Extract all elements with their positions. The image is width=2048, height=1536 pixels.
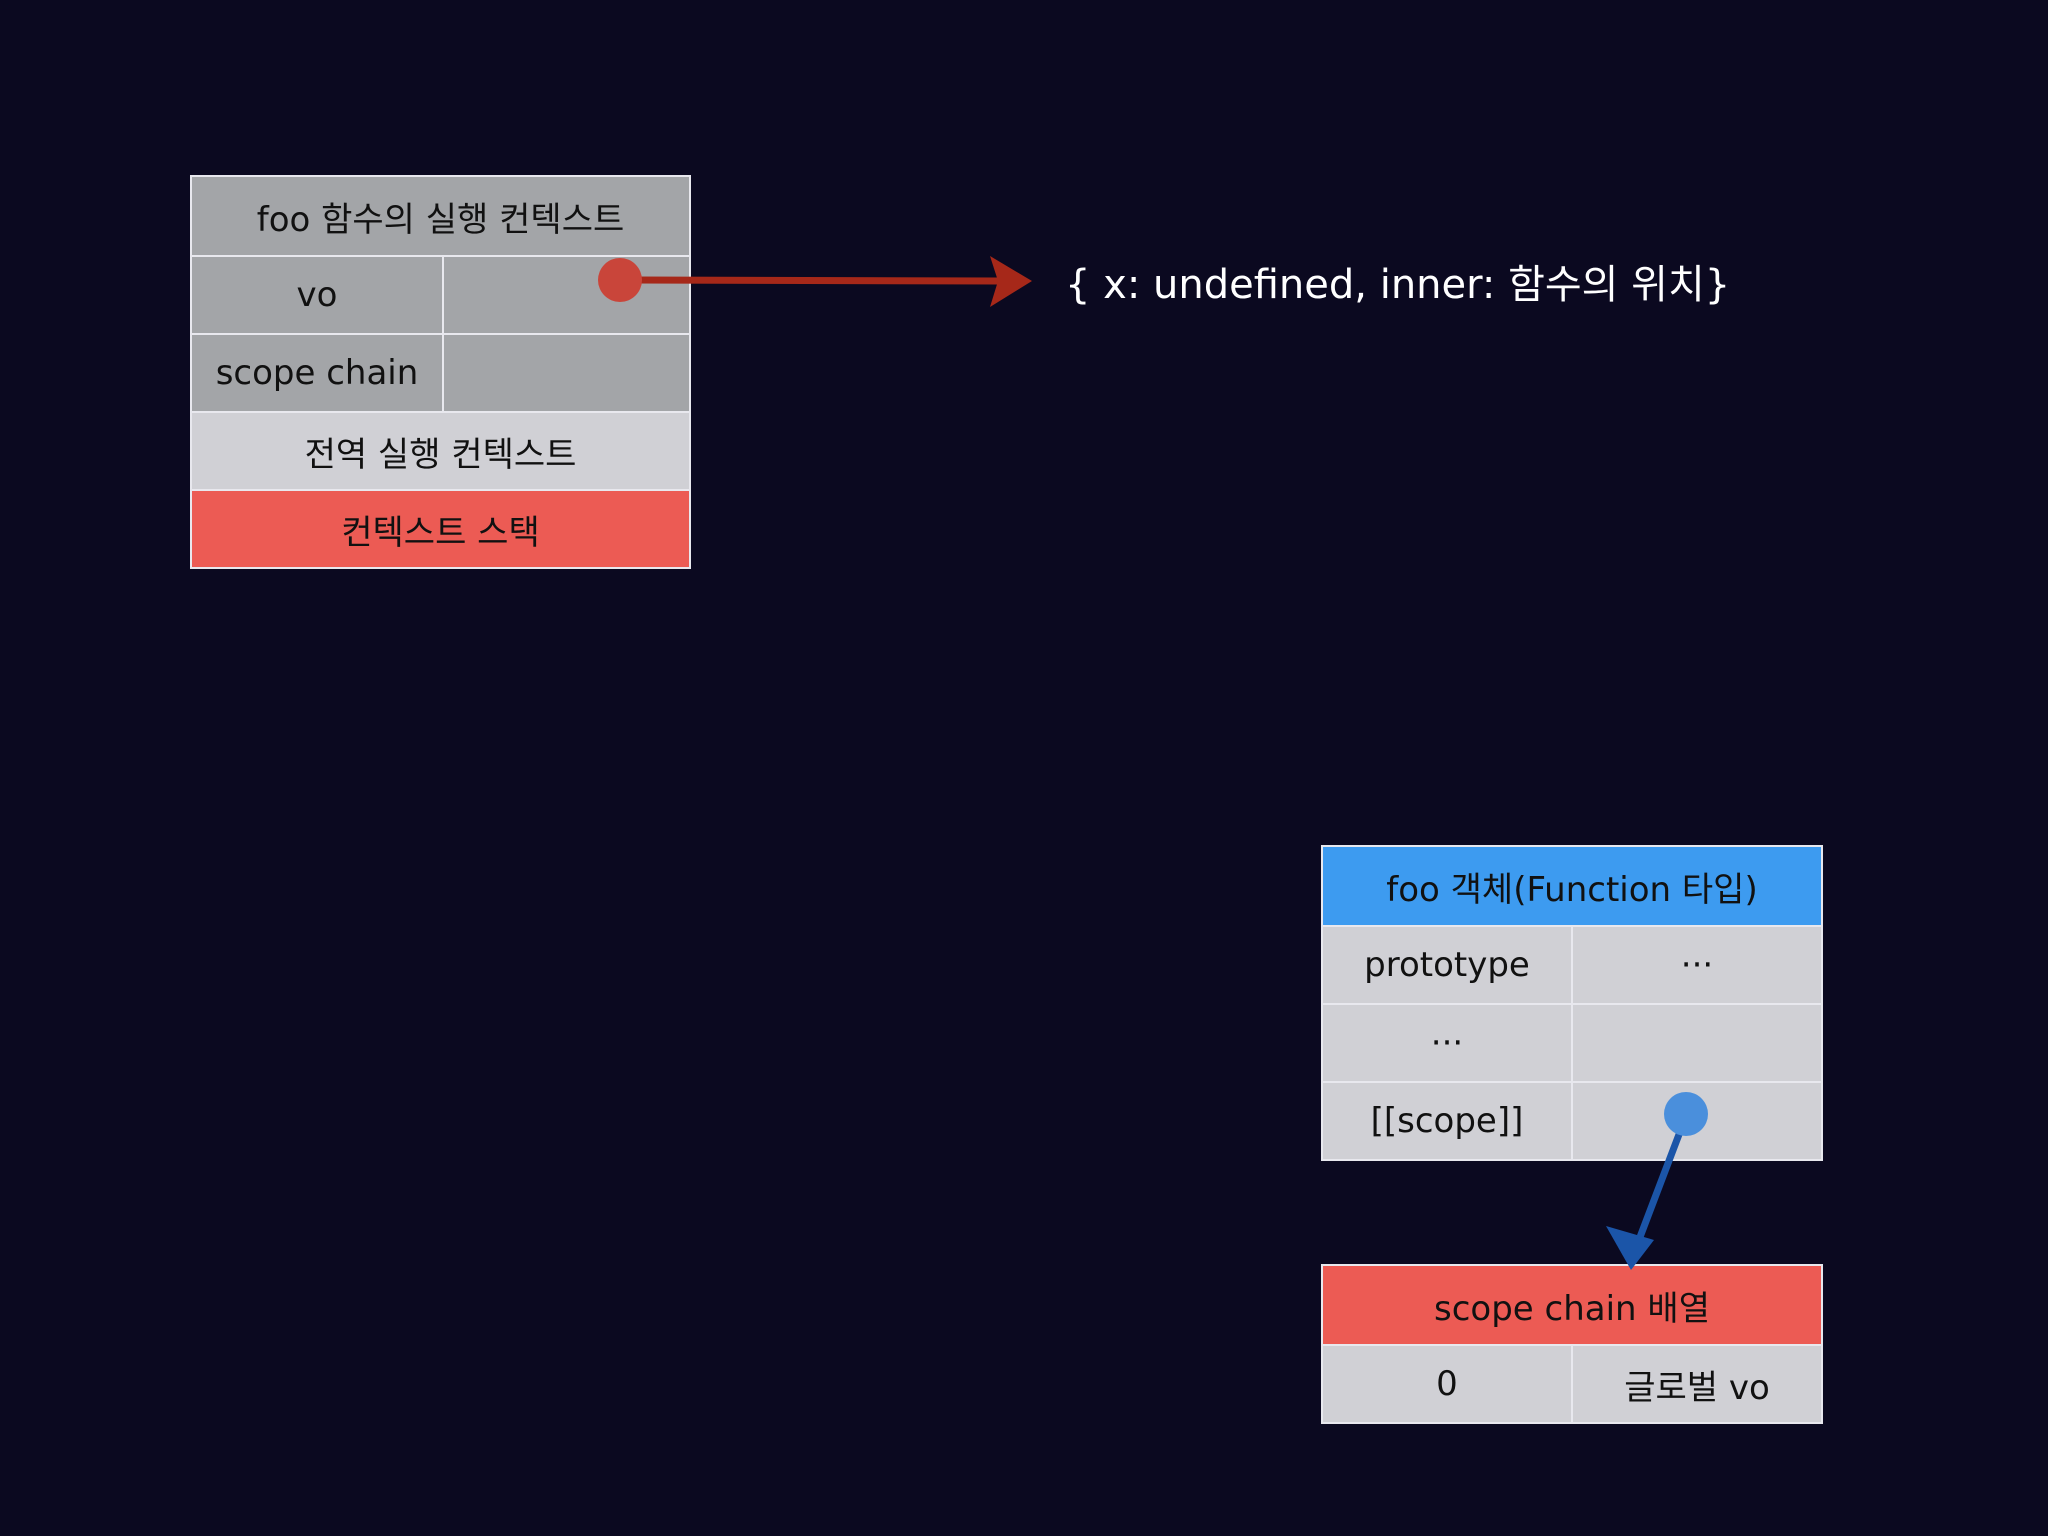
foo-context-title: foo 함수의 실행 컨텍스트 — [192, 177, 689, 255]
foo-object-key: prototype — [1323, 927, 1571, 1003]
vo-label: vo — [192, 257, 442, 333]
scope-chain-array-row: 0 글로벌 vo — [1323, 1344, 1821, 1422]
scope-chain-array-title-row: scope chain 배열 — [1323, 1266, 1821, 1344]
scope-chain-array: scope chain 배열 0 글로벌 vo — [1321, 1264, 1823, 1424]
foo-object-row: [[scope]] — [1323, 1081, 1821, 1159]
vo-row: vo — [192, 255, 689, 333]
scope-chain-label: scope chain — [192, 335, 442, 411]
foo-object-value — [1571, 1083, 1821, 1159]
scope-chain-index: 0 — [1323, 1346, 1571, 1422]
vo-value-cell — [442, 257, 689, 333]
foo-object-key: ··· — [1323, 1005, 1571, 1081]
scope-chain-row: scope chain — [192, 333, 689, 411]
context-stack: foo 함수의 실행 컨텍스트 vo scope chain 전역 실행 컨텍스… — [190, 175, 691, 569]
foo-context-title-row: foo 함수의 실행 컨텍스트 — [192, 177, 689, 255]
global-context-row: 전역 실행 컨텍스트 — [192, 411, 689, 489]
scope-chain-array-title: scope chain 배열 — [1323, 1266, 1821, 1344]
foo-object-row: ··· — [1323, 1003, 1821, 1081]
foo-function-object: foo 객체(Function 타입) prototype ··· ··· [[… — [1321, 845, 1823, 1161]
foo-object-key: [[scope]] — [1323, 1083, 1571, 1159]
vo-object-text: { x: undefined, inner: 함수의 위치} — [1065, 262, 1731, 308]
foo-object-value: ··· — [1571, 927, 1821, 1003]
foo-object-title: foo 객체(Function 타입) — [1323, 847, 1821, 925]
stack-label-row: 컨텍스트 스택 — [192, 489, 689, 567]
global-context: 전역 실행 컨텍스트 — [192, 413, 689, 489]
scope-chain-entry-value: 글로벌 vo — [1571, 1346, 1821, 1422]
foo-object-row: prototype ··· — [1323, 925, 1821, 1003]
scope-chain-value-cell — [442, 335, 689, 411]
foo-object-value — [1571, 1005, 1821, 1081]
foo-object-title-row: foo 객체(Function 타입) — [1323, 847, 1821, 925]
vo-arrow-head — [990, 256, 1032, 307]
context-stack-label: 컨텍스트 스택 — [192, 491, 689, 567]
